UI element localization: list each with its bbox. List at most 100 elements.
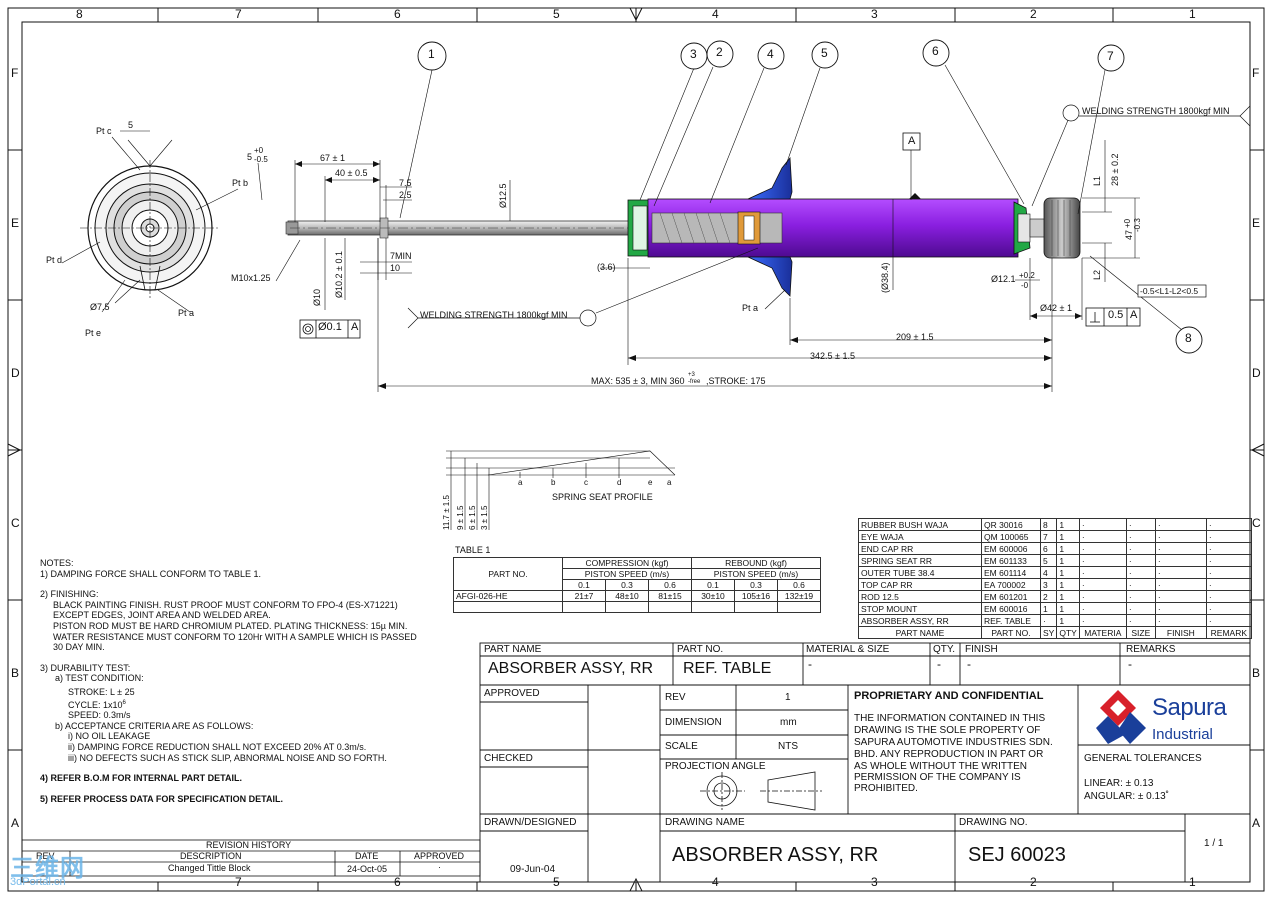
bom-cell: ·: [1154, 566, 1207, 579]
profile-dim-9: 9 ± 1.5: [456, 505, 465, 530]
weld-text-left: WELDING STRENGTH 1800kgf MIN: [420, 310, 568, 320]
dim-5-tol-bot: -0.5: [254, 155, 268, 164]
bom-cell: ·: [1154, 578, 1207, 591]
row-label-b-right: B: [1252, 666, 1261, 680]
pt-a-label: Pt a: [178, 308, 195, 318]
col-label-3-bottom: 3: [871, 875, 878, 889]
col-label-7: 7: [235, 7, 242, 21]
bom-cell: 1: [1056, 518, 1080, 531]
bom-cell: ·: [1125, 578, 1156, 591]
note-3a1: STROKE: L ± 25: [68, 686, 135, 697]
col-label-1: 1: [1189, 7, 1196, 21]
note-1: 1) DAMPING FORCE SHALL CONFORM TO TABLE …: [40, 568, 262, 579]
damping-table: PART NO. COMPRESSION (kgf) REBOUND (kgf)…: [453, 557, 821, 613]
balloon-circles: [417, 39, 1203, 354]
table1-cell: 48±10: [605, 590, 649, 602]
dim-max-tol: +3: [688, 372, 695, 378]
bom-cell: ·: [1078, 554, 1127, 567]
weld-text-right: WELDING STRENGTH 1800kgf MIN: [1082, 106, 1230, 116]
bom-cell: ·: [1205, 554, 1252, 567]
dim-phi10: Ø10: [312, 288, 322, 306]
bom-cell: 1: [1056, 566, 1080, 579]
table1-piston-speed-1: PISTON SPEED (m/s): [562, 568, 692, 580]
bom-cell: ·: [1205, 530, 1252, 543]
bom-cell: 6: [1039, 542, 1058, 555]
bom-cell: EA 700002: [981, 578, 1041, 591]
bom-cell: ·: [1125, 554, 1156, 567]
bom-cell: 4: [1039, 566, 1058, 579]
dimension-lines: [257, 140, 1140, 392]
bom-cell: 1: [1039, 602, 1058, 615]
balloon-4: 4: [767, 47, 774, 61]
perp-datum: A: [1130, 309, 1138, 321]
dim-3-6: (3.6): [597, 262, 616, 272]
bom-cell: ·: [1125, 542, 1156, 555]
bom-cell: ·: [1205, 590, 1252, 603]
tb-drawing-no-label: DRAWING NO.: [959, 817, 1028, 828]
tb-prop-l6: PERMISSION OF THE COMPANY IS: [854, 772, 1021, 783]
bom-cell: ROD 12.5: [858, 590, 982, 603]
col-label-4-bottom: 4: [712, 875, 719, 889]
col-label-8: 8: [76, 7, 83, 21]
bom-cell: 3: [1039, 578, 1058, 591]
bom-cell: 8: [1039, 518, 1058, 531]
watermark-url: 3dPortal.cn: [10, 876, 66, 888]
note-2: 2) FINISHING:: [40, 589, 99, 600]
concentricity-datum: A: [351, 321, 359, 333]
note-3a2-sup: 6: [122, 699, 126, 706]
tb-material: -: [808, 657, 812, 671]
tb-tol-label: GENERAL TOLERANCES: [1084, 753, 1202, 764]
bom-cell: ·: [1154, 602, 1207, 615]
bom-cell: EM 601114: [981, 566, 1041, 579]
centering-marks: [7, 7, 1265, 892]
tb-part-no-label: PART NO.: [677, 644, 724, 655]
bom-cell: ·: [1205, 602, 1252, 615]
table1-compression: COMPRESSION (kgf): [562, 557, 692, 569]
bom-cell: ·: [1154, 554, 1207, 567]
dim-342-5: 342.5 ± 1.5: [810, 351, 855, 361]
note-3: 3) DURABILITY TEST:: [40, 662, 131, 673]
perp-value: 0.5: [1108, 309, 1124, 321]
row-label-d-right: D: [1252, 366, 1261, 380]
bom-cell: OUTER TUBE 38.4: [858, 566, 982, 579]
dim-47-bot: -0.3: [1133, 218, 1142, 232]
note-3a: a) TEST CONDITION:: [55, 673, 144, 684]
row-label-c: C: [11, 516, 20, 530]
tb-prop-title: PROPRIETARY AND CONFIDENTIAL: [854, 690, 1044, 702]
bom-cell: 1: [1056, 578, 1080, 591]
tb-tol-angular: ANGULAR: ± 0.13˚: [1084, 791, 1169, 802]
bom-cell: 1: [1056, 542, 1080, 555]
tb-prop-l5: AS WHOLE WITHOUT THE WRITTEN: [854, 761, 1027, 772]
profile-letter-a: a: [518, 478, 523, 487]
bom-cell: QTY: [1056, 626, 1080, 639]
sapura-logo-mark: [1096, 690, 1146, 744]
revision-col-date: DATE: [355, 851, 379, 861]
bom-cell: 5: [1039, 554, 1058, 567]
note-2d: WATER RESISTANCE MUST CONFORM TO 120Hr W…: [53, 631, 417, 642]
tb-sheet: 1 / 1: [1204, 838, 1224, 849]
bom-cell: EM 601201: [981, 590, 1041, 603]
table1-speed: 0.3: [734, 579, 778, 591]
revision-col-approved: APPROVED: [414, 851, 465, 861]
top-cap: [627, 199, 651, 257]
bom-cell: ·: [1154, 614, 1207, 627]
tb-drawn-label: DRAWN/DESIGNED: [484, 817, 577, 828]
tb-prop-l7: PROHIBITED.: [854, 783, 918, 794]
tb-prop-l4: BHD. ANY REPRODUCTION IN PART OR: [854, 749, 1044, 760]
tb-qty-label: QTY.: [933, 644, 956, 655]
bom-cell: STOP MOUNT: [858, 602, 982, 615]
tb-part-name: ABSORBER ASSY, RR: [488, 660, 654, 677]
bom-cell: ABSORBER ASSY, RR: [858, 614, 982, 627]
note-2a: BLACK PAINTING FINISH. RUST PROOF MUST C…: [53, 599, 398, 610]
dim-5-main: 5: [247, 152, 253, 162]
dim-10: 10: [390, 263, 401, 273]
bom-cell: MATERIA: [1078, 626, 1127, 639]
row-label-c-right: C: [1252, 516, 1261, 530]
balloon-7: 7: [1107, 49, 1114, 63]
bom-cell: 1: [1056, 590, 1080, 603]
bom-cell: ·: [1078, 566, 1127, 579]
datum-a: A: [908, 135, 916, 147]
note-3b3: iii) NO DEFECTS SUCH AS STICK SLIP, ABNO…: [68, 752, 387, 763]
balloon-2: 2: [716, 45, 723, 59]
